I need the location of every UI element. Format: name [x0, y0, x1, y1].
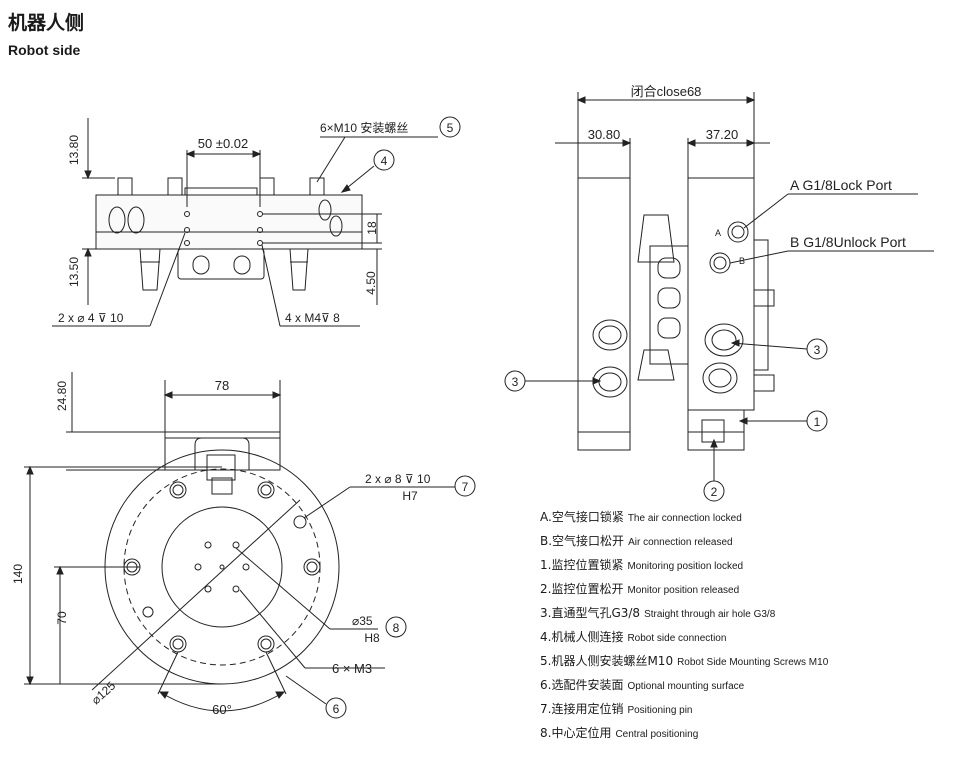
callout-center-bore: ⌀35	[352, 614, 373, 628]
dim-4-50: 4.50	[364, 271, 378, 295]
balloon-2: 2	[711, 485, 718, 499]
front-view: 24.80 78 140 70 ⌀125 60° 2 x ⌀ 8 ⊽ 10	[11, 372, 476, 719]
dim-70: 70	[55, 611, 69, 625]
side-view: A B 闭合close68 30.80 37.20 A G1/8Lock Por…	[504, 84, 934, 502]
callout-holes-right: 4 x M4⊽ 8	[285, 311, 340, 325]
dim-37-20: 37.20	[706, 127, 739, 142]
page-title-en: Robot side	[8, 42, 81, 58]
dim-24-80: 24.80	[55, 381, 69, 411]
dim-13-50: 13.50	[67, 257, 81, 287]
dim-close-68: 闭合close68	[631, 84, 702, 99]
balloon-3-right: 3	[814, 343, 821, 357]
dim-140: 140	[11, 564, 25, 584]
balloon-7: 7	[462, 480, 469, 494]
port-a-label: A G1/8Lock Port	[790, 177, 892, 193]
balloon-3-left: 3	[512, 375, 519, 389]
balloon-6: 6	[333, 702, 340, 716]
dim-18: 18	[365, 221, 379, 235]
dim-50: 50 ±0.02	[198, 136, 249, 151]
callout-m3: 6 × M3	[332, 661, 372, 676]
balloon-8: 8	[393, 621, 400, 635]
balloon-5: 5	[447, 121, 454, 135]
callout-positioning-pins: 2 x ⌀ 8 ⊽ 10	[365, 472, 431, 486]
dim-125: ⌀125	[89, 678, 119, 707]
top-view: 13.80 13.50 50 ±0.02 18 4.50 6×M10 安装螺丝 …	[52, 116, 461, 327]
callout-center-fit: H8	[364, 631, 380, 645]
port-b-label: B G1/8Unlock Port	[790, 234, 906, 250]
dim-60-deg: 60°	[212, 702, 232, 717]
port-a-mark: A	[715, 228, 721, 238]
dim-30-80: 30.80	[588, 127, 621, 142]
page-title-cn: 机器人侧	[8, 12, 85, 34]
balloon-1: 1	[814, 415, 821, 429]
dim-13-80: 13.80	[67, 135, 81, 165]
callout-mounting-screws: 6×M10 安装螺丝	[320, 120, 408, 135]
balloon-4: 4	[381, 154, 388, 168]
callout-pins-fit: H7	[402, 489, 418, 503]
dim-78: 78	[215, 378, 229, 393]
callout-holes-left: 2 x ⌀ 4 ⊽ 10	[58, 311, 124, 325]
